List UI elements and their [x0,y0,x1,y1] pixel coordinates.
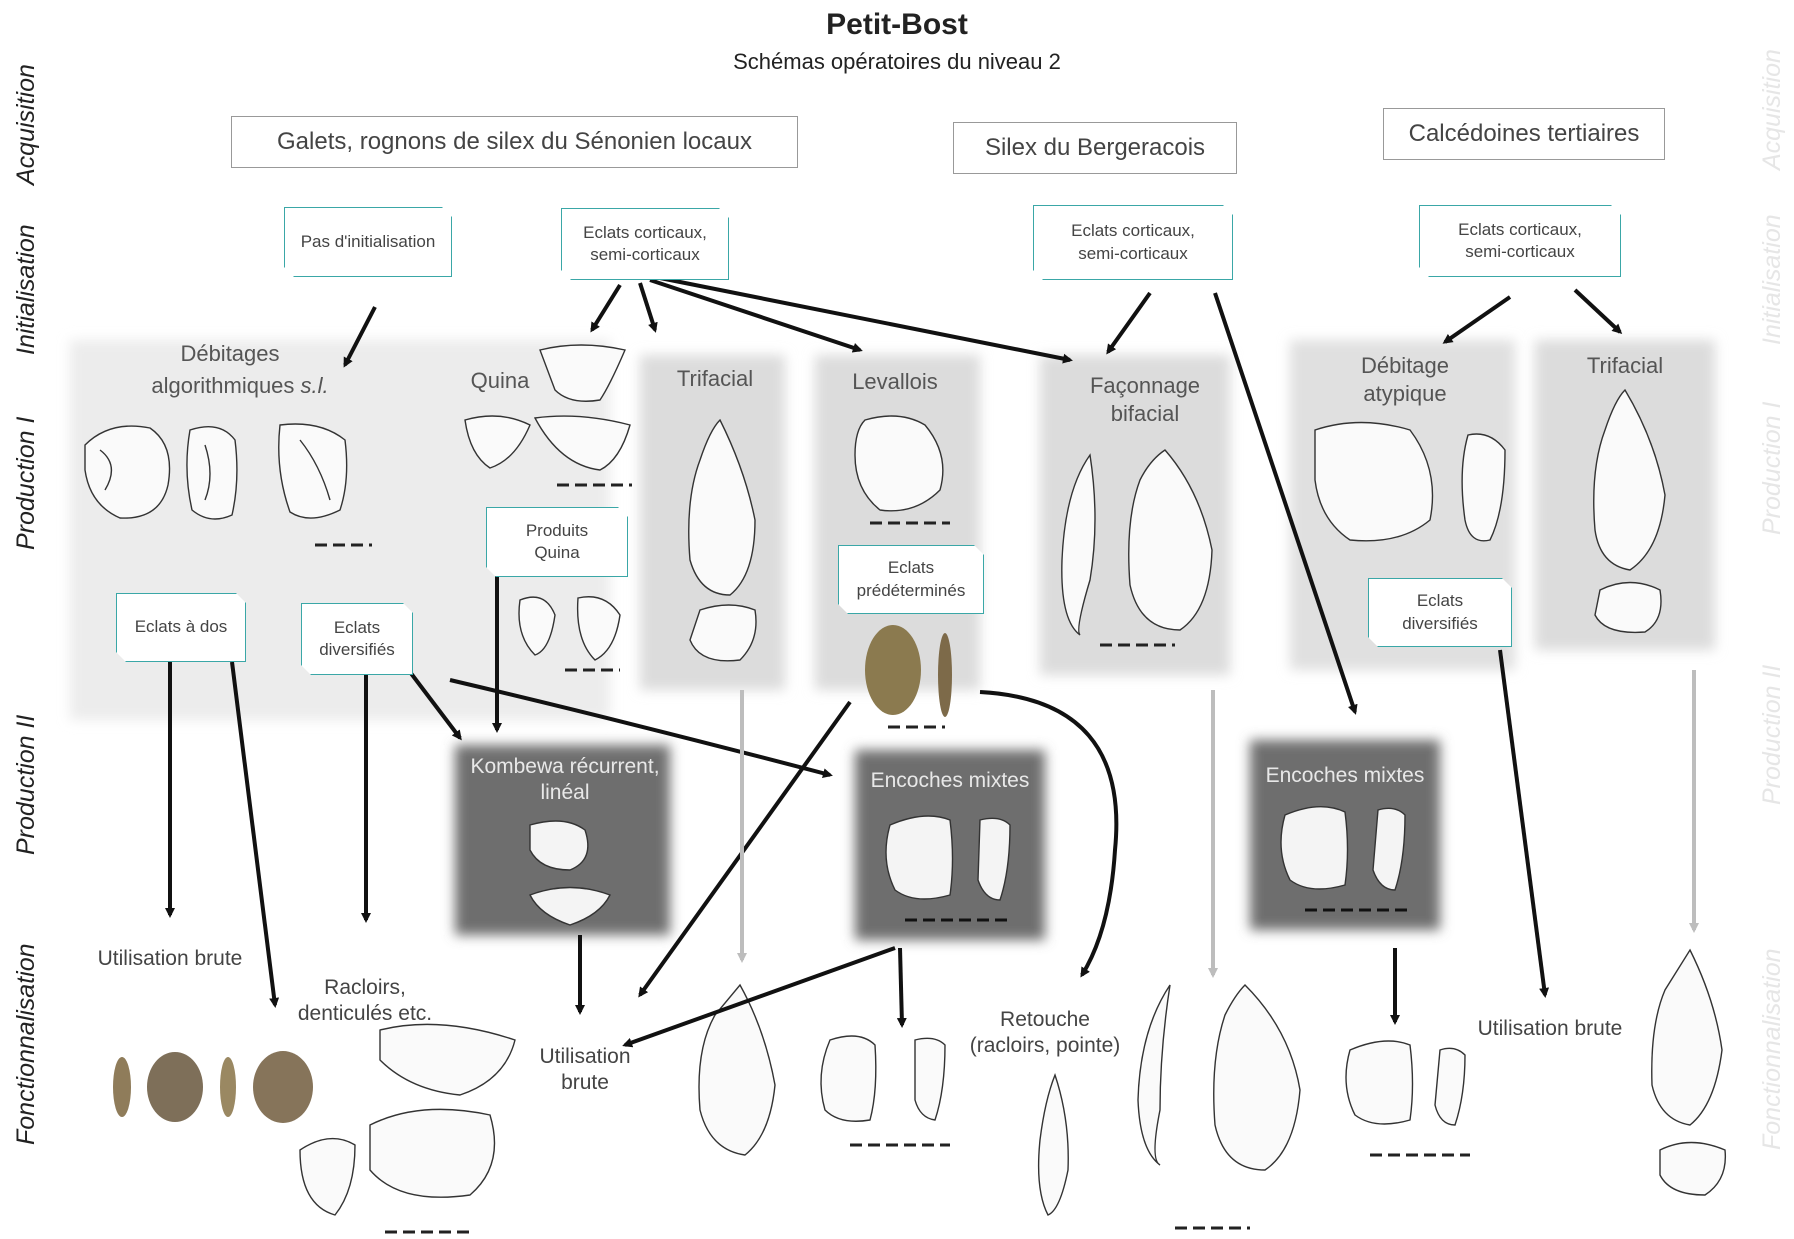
label-algorithmiques-sl: s.l. [301,373,329,398]
diagram-title: Petit-Bost [0,6,1794,44]
label-levallois: Levallois [840,368,950,396]
callout-eclats-corticaux-3: Eclats corticaux, semi-corticaux [1419,205,1621,277]
callout-eclats-corticaux-2: Eclats corticaux, semi-corticaux [1033,205,1233,280]
axis-initialisation-label: Initialisation [12,224,41,355]
callout-produits-quina: Produits Quina [486,507,628,577]
callout-eclats-diversifies-2: Eclats diversifiés [1368,578,1512,647]
axis-production-2-label: Production II [12,715,41,855]
axis-fonctionnalisation-label: Fonctionnalisation [12,943,41,1145]
label-retouche: Retouche (racloirs, pointe) [965,1007,1125,1060]
callout-eclats-diversifies-1-text: Eclats diversifiés [319,617,395,661]
source-senonien: Galets, rognons de silex du Sénonien loc… [231,116,798,168]
label-kombewa-text: Kombewa récurrent, linéal [470,755,659,804]
label-algorithmiques: algorithmiques s.l. [120,372,360,400]
axis-right-acquisition-label: Acquisition [1758,49,1787,170]
label-utilisation-brute-2: Utilisation brute [530,1044,640,1097]
axis-right-production-2-label: Production II [1758,665,1787,805]
label-utilisation-brute-3: Utilisation brute [1460,1016,1640,1042]
label-encoches-mixtes-2: Encoches mixtes [1250,763,1440,789]
label-racloirs-text: Racloirs, denticulés etc. [298,976,432,1025]
callout-eclats-diversifies-1: Eclats diversifiés [301,603,413,675]
source-calcedoines: Calcédoines tertiaires [1383,108,1665,160]
callout-eclats-corticaux-1: Eclats corticaux, semi-corticaux [561,208,729,280]
label-quina: Quina [460,367,540,395]
callout-eclats-predetermines-text: Eclats prédéterminés [857,557,966,601]
callout-eclats-corticaux-2-text: Eclats corticaux, semi-corticaux [1071,220,1195,264]
label-kombewa: Kombewa récurrent, linéal [460,754,670,807]
callout-eclats-corticaux-3-text: Eclats corticaux, semi-corticaux [1458,219,1582,263]
callout-pas-initialisation: Pas d'initialisation [284,207,452,277]
callout-eclats-predetermines: Eclats prédéterminés [838,545,984,614]
label-debitage-atypique: Débitage atypique [1335,352,1475,407]
label-trifacial-1: Trifacial [660,365,770,393]
label-faconnage-bifacial-text: Façonnage bifacial [1090,373,1200,426]
label-racloirs: Racloirs, denticulés etc. [285,975,445,1028]
source-bergeracois: Silex du Bergeracois [953,122,1237,174]
label-utilisation-brute-2-text: Utilisation brute [539,1045,630,1094]
label-retouche-text: Retouche (racloirs, pointe) [970,1008,1121,1057]
callout-produits-quina-text: Produits Quina [526,520,588,564]
axis-right-initialisation-label: Initialisation [1758,214,1787,345]
label-encoches-mixtes-1: Encoches mixtes [855,768,1045,794]
label-faconnage-bifacial: Façonnage bifacial [1075,372,1215,427]
label-algorithmiques-text: algorithmiques [151,373,300,398]
callout-eclats-corticaux-1-text: Eclats corticaux, semi-corticaux [583,222,707,266]
callout-eclats-a-dos: Eclats à dos [116,593,246,662]
callout-eclats-diversifies-2-text: Eclats diversifiés [1402,590,1478,634]
axis-right-production-1-label: Production I [1758,402,1787,535]
label-debitages: Débitages [150,340,310,368]
axis-right-fonctionnalisation-label: Fonctionnalisation [1758,948,1787,1150]
label-debitage-atypique-text: Débitage atypique [1361,353,1449,406]
axis-acquisition-label: Acquisition [12,64,41,185]
diagram-subtitle: Schémas opératoires du niveau 2 [0,48,1794,76]
axis-production-1-label: Production I [12,417,41,550]
label-trifacial-2: Trifacial [1570,352,1680,380]
label-utilisation-brute-1: Utilisation brute [80,946,260,972]
